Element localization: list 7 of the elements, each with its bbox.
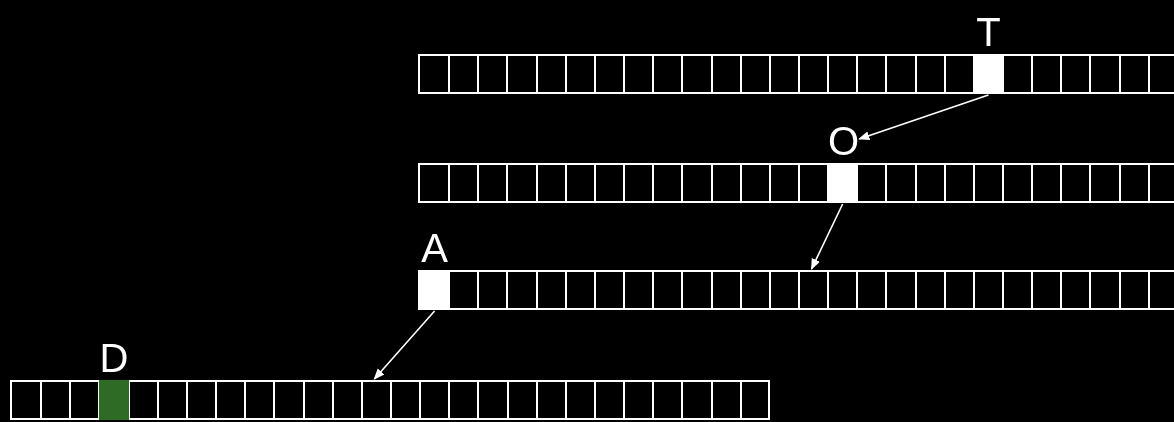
cell-letter: D — [99, 338, 129, 378]
arrow — [858, 94, 990, 140]
arrow — [373, 310, 436, 380]
cell-letter: A — [420, 228, 449, 268]
cell-letter: O — [828, 121, 858, 161]
cell-letter: T — [975, 12, 1002, 52]
arrow — [810, 203, 844, 270]
